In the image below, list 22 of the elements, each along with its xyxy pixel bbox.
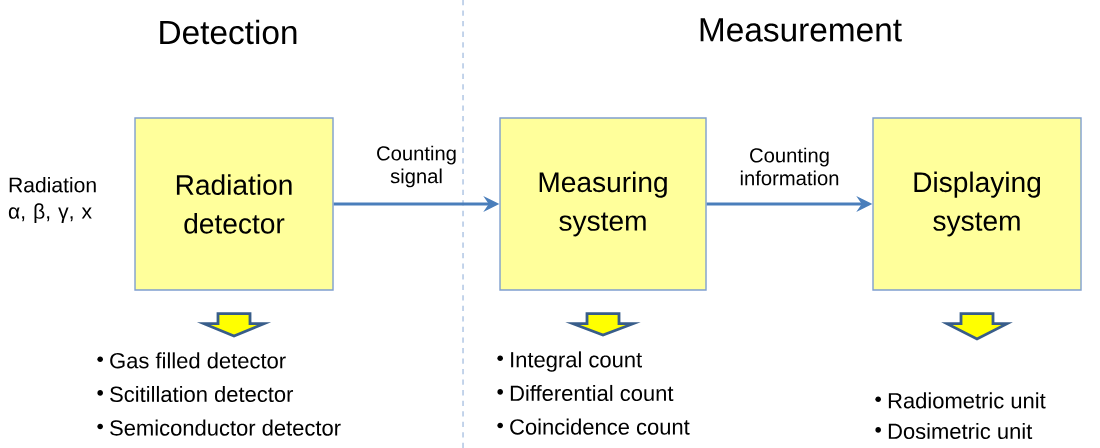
block-arrow: [565, 312, 641, 337]
edge-label: Counting signal: [377, 145, 456, 188]
process-box: Measuring system: [499, 117, 707, 291]
bullet-list: Gas filled detector Scitillation detector Semiconductor detector: [97, 352, 341, 436]
bullet-list: Radiometric unit Dosimetric unit: [875, 392, 1046, 440]
node-label: Gas filled detector: [110, 352, 286, 369]
block-arrow: [941, 312, 1013, 341]
section-heading: Measurement: [700, 18, 902, 42]
bullet-list: Integral count Differential count Coincidence count: [497, 351, 690, 435]
node-label: Scitillation detector: [110, 385, 294, 403]
section-heading: Detection: [160, 19, 297, 45]
process-box: Displaying system: [872, 117, 1082, 291]
edge-label: Counting information: [740, 147, 839, 186]
node-label: Semiconductor detector: [110, 419, 341, 436]
node-label: Radiometric unit: [888, 392, 1046, 409]
node-label: Integral count: [511, 351, 642, 372]
node-label: Differential count: [510, 384, 674, 402]
input-label: Radiation α, β, γ, x: [8, 177, 96, 223]
process-box: Radiation detector: [134, 117, 334, 291]
node-label: Coincidence count: [510, 418, 690, 435]
node-label: Dosimetric unit: [888, 422, 1033, 440]
block-arrow: [196, 312, 272, 338]
